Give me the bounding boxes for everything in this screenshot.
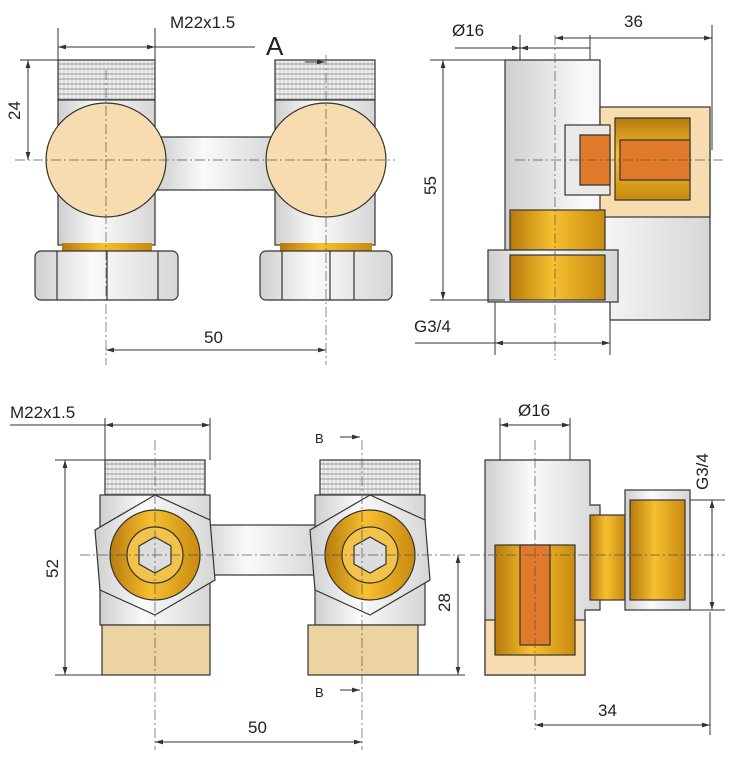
diameter-16-label-bottom: Ø16 <box>518 401 550 420</box>
thread-left <box>57 59 156 101</box>
section-marker-a: A <box>266 31 284 61</box>
thread-right <box>274 59 376 101</box>
section-marker-b-top: B <box>315 431 324 446</box>
compression-fitting-side <box>589 514 626 601</box>
offset-28-label: 28 <box>435 593 454 612</box>
spacing-50-label: 50 <box>204 328 223 347</box>
thread-dimension-label: M22x1.5 <box>170 13 235 32</box>
depth-36-label: 36 <box>624 12 643 31</box>
compression-fitting <box>509 209 606 251</box>
height-55-label: 55 <box>421 176 440 195</box>
connection-g34-label: G3/4 <box>414 317 451 336</box>
hex-nut-left <box>34 250 179 301</box>
connection-g34-label-bottom: G3/4 <box>693 453 712 490</box>
bridge-pipe <box>155 136 277 191</box>
front-view-top: M22x1.5 A 24 50 <box>5 13 395 365</box>
seal-ring-left <box>62 243 152 251</box>
side-view-bottom: Ø16 G3/4 34 <box>470 401 725 735</box>
thread-dimension-label-bottom: M22x1.5 <box>10 403 75 422</box>
bridge-pipe-bottom <box>199 524 321 576</box>
height-52-label: 52 <box>43 559 62 578</box>
diameter-16-label: Ø16 <box>452 21 484 40</box>
base-left <box>101 624 211 676</box>
side-view-top: Ø16 36 55 G3/4 <box>414 12 725 360</box>
height-24-label: 24 <box>5 101 24 120</box>
front-view-bottom: M22x1.5 B B 52 28 50 <box>10 403 465 750</box>
spacing-50-label-bottom: 50 <box>248 718 267 737</box>
section-marker-b-bottom: B <box>315 685 324 700</box>
base-right <box>307 624 419 676</box>
depth-34-label: 34 <box>598 701 617 720</box>
seal-ring-right <box>280 243 372 251</box>
